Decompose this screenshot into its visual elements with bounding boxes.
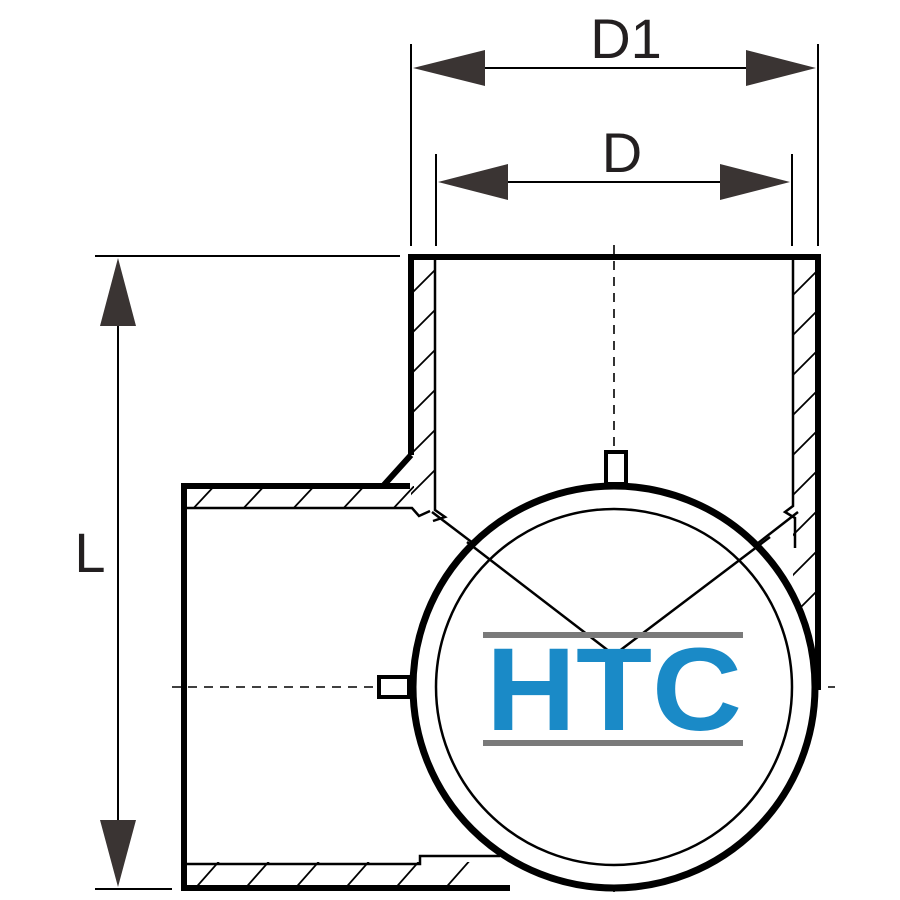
d-arrow-right [720, 164, 790, 200]
d1-arrow-right [746, 50, 816, 86]
dimension-l: L [74, 255, 400, 890]
htc-logo: HTC [483, 624, 743, 756]
d-arrow-left [438, 164, 508, 200]
l-arrow-bottom [100, 820, 136, 887]
branch-inner-circle [434, 507, 794, 867]
d1-label: D1 [590, 7, 662, 70]
fillet-edge [380, 452, 414, 489]
logo-rule-bottom [483, 740, 743, 746]
branch-outlet [377, 450, 819, 892]
logo-rule-top [483, 632, 743, 638]
d-label: D [602, 121, 642, 184]
d1-arrow-left [413, 50, 485, 86]
l-arrow-top [100, 258, 136, 326]
vertical-socket-bore-left [432, 257, 448, 523]
l-label: L [74, 521, 105, 584]
vertical-socket-outline [408, 254, 821, 690]
dimension-d1: D1 [410, 7, 819, 246]
horizontal-socket-bore-bottom [184, 854, 500, 866]
vertical-socket-bore-right [782, 257, 797, 548]
logo-text: HTC [486, 624, 742, 756]
dimension-d: D [435, 121, 793, 246]
top-stop-tab [604, 450, 628, 486]
horizontal-socket-bore-top [184, 506, 431, 518]
left-stop-tab [377, 675, 411, 699]
horizontal-socket-outline [181, 483, 510, 891]
